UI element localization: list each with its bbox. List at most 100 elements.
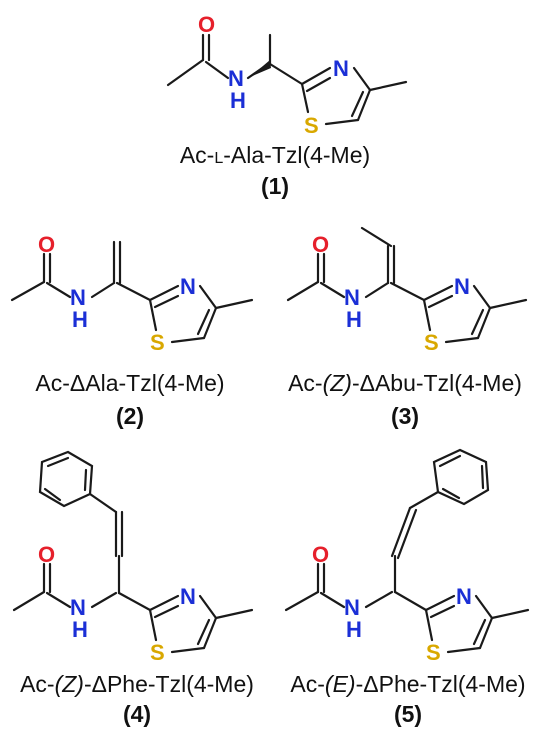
bond	[115, 281, 152, 302]
bond	[364, 590, 394, 609]
bond	[12, 590, 46, 612]
name-part: Ac-	[288, 370, 323, 396]
name-part: Ac-	[180, 142, 215, 168]
name-part: -ΔAbu-Tzl(4-Me)	[352, 370, 522, 396]
bond	[364, 281, 390, 299]
bond	[88, 492, 118, 514]
bond	[490, 608, 530, 620]
bond	[196, 618, 211, 646]
bond	[478, 616, 494, 650]
bond	[112, 240, 122, 285]
name-part: (E)	[325, 671, 356, 697]
bond	[446, 646, 482, 654]
oxygen-atom: O	[312, 232, 329, 257]
name-part: -ΔPhe-Tzl(4-Me)	[356, 671, 526, 697]
sulfur-atom: S	[150, 330, 165, 355]
name-part: Ac-	[290, 671, 325, 697]
hydrogen-atom: H	[72, 617, 88, 642]
bond	[422, 298, 432, 332]
bond	[472, 618, 487, 646]
bond	[42, 252, 52, 284]
bond	[319, 591, 346, 609]
wedge-bond	[250, 60, 271, 77]
bond	[214, 298, 254, 310]
bond	[316, 562, 326, 594]
compound-3-name: Ac-(Z)-ΔAbu-Tzl(4-Me)	[288, 370, 522, 396]
bond	[170, 646, 206, 654]
bond	[427, 294, 454, 309]
bond	[393, 590, 428, 612]
compound-4-structure: O N H N S	[12, 450, 254, 665]
bond	[153, 294, 180, 309]
bond	[204, 60, 230, 80]
bond	[474, 594, 494, 620]
bond	[424, 594, 456, 612]
bond	[444, 336, 480, 344]
bond	[316, 252, 326, 284]
bond	[408, 490, 440, 510]
oxygen-atom: O	[198, 12, 215, 37]
bond	[148, 298, 158, 332]
nitrogen-atom: N	[180, 584, 196, 609]
bond	[198, 284, 218, 310]
compound-3-number: (3)	[391, 403, 419, 429]
name-part: L	[214, 150, 223, 167]
bond	[45, 591, 72, 609]
hydrogen-atom: H	[346, 307, 362, 332]
nitrogen-atom: N	[228, 66, 244, 91]
bond	[286, 280, 320, 302]
hydrogen-atom: H	[346, 617, 362, 642]
compound-4-number: (4)	[123, 701, 151, 727]
nitrogen-atom: N	[180, 274, 196, 299]
bond	[202, 306, 218, 340]
bond	[305, 76, 332, 93]
name-part: (Z)	[55, 671, 84, 697]
bond	[300, 82, 310, 114]
bond	[319, 281, 346, 299]
bond	[424, 608, 434, 642]
oxygen-atom: O	[312, 542, 329, 567]
compound-5-name: Ac-(E)-ΔPhe-Tzl(4-Me)	[290, 671, 525, 697]
bond	[90, 281, 116, 299]
nitrogen-atom: N	[344, 285, 360, 310]
bond	[196, 308, 211, 336]
benzene-ring	[38, 450, 94, 508]
bond	[42, 562, 52, 594]
bond	[45, 281, 72, 299]
bond	[202, 616, 218, 650]
bond	[268, 62, 304, 86]
compound-2-number: (2)	[116, 403, 144, 429]
bond	[90, 591, 118, 609]
bond	[43, 456, 88, 502]
nitrogen-atom: N	[70, 595, 86, 620]
hydrogen-atom: H	[72, 307, 88, 332]
bond	[300, 66, 332, 86]
benzene-ring	[432, 448, 490, 506]
bond	[198, 594, 218, 620]
bond	[368, 80, 408, 92]
nitrogen-atom: N	[454, 274, 470, 299]
bond	[148, 594, 180, 612]
bond	[166, 58, 205, 87]
compound-2-name: Ac-ΔAla-Tzl(4-Me)	[35, 370, 224, 396]
hydrogen-atom: H	[230, 88, 246, 113]
sulfur-atom: S	[150, 640, 165, 665]
compound-3-structure: O N H N S	[286, 226, 528, 355]
bond	[470, 308, 485, 336]
compound-5-number: (5)	[394, 701, 422, 727]
compound-1-name: Ac-L-Ala-Tzl(4-Me)	[180, 142, 370, 168]
name-part: -Ala-Tzl(4-Me)	[223, 142, 370, 168]
name-part: -ΔPhe-Tzl(4-Me)	[84, 671, 254, 697]
name-part: Ac-	[20, 671, 55, 697]
bond	[352, 66, 372, 92]
bond	[10, 280, 46, 302]
bond	[429, 604, 456, 619]
bond	[386, 244, 396, 285]
sulfur-atom: S	[424, 330, 439, 355]
bond	[422, 284, 454, 302]
bond	[170, 336, 206, 344]
oxygen-atom: O	[38, 232, 55, 257]
bond	[284, 590, 320, 612]
bond	[438, 454, 485, 500]
